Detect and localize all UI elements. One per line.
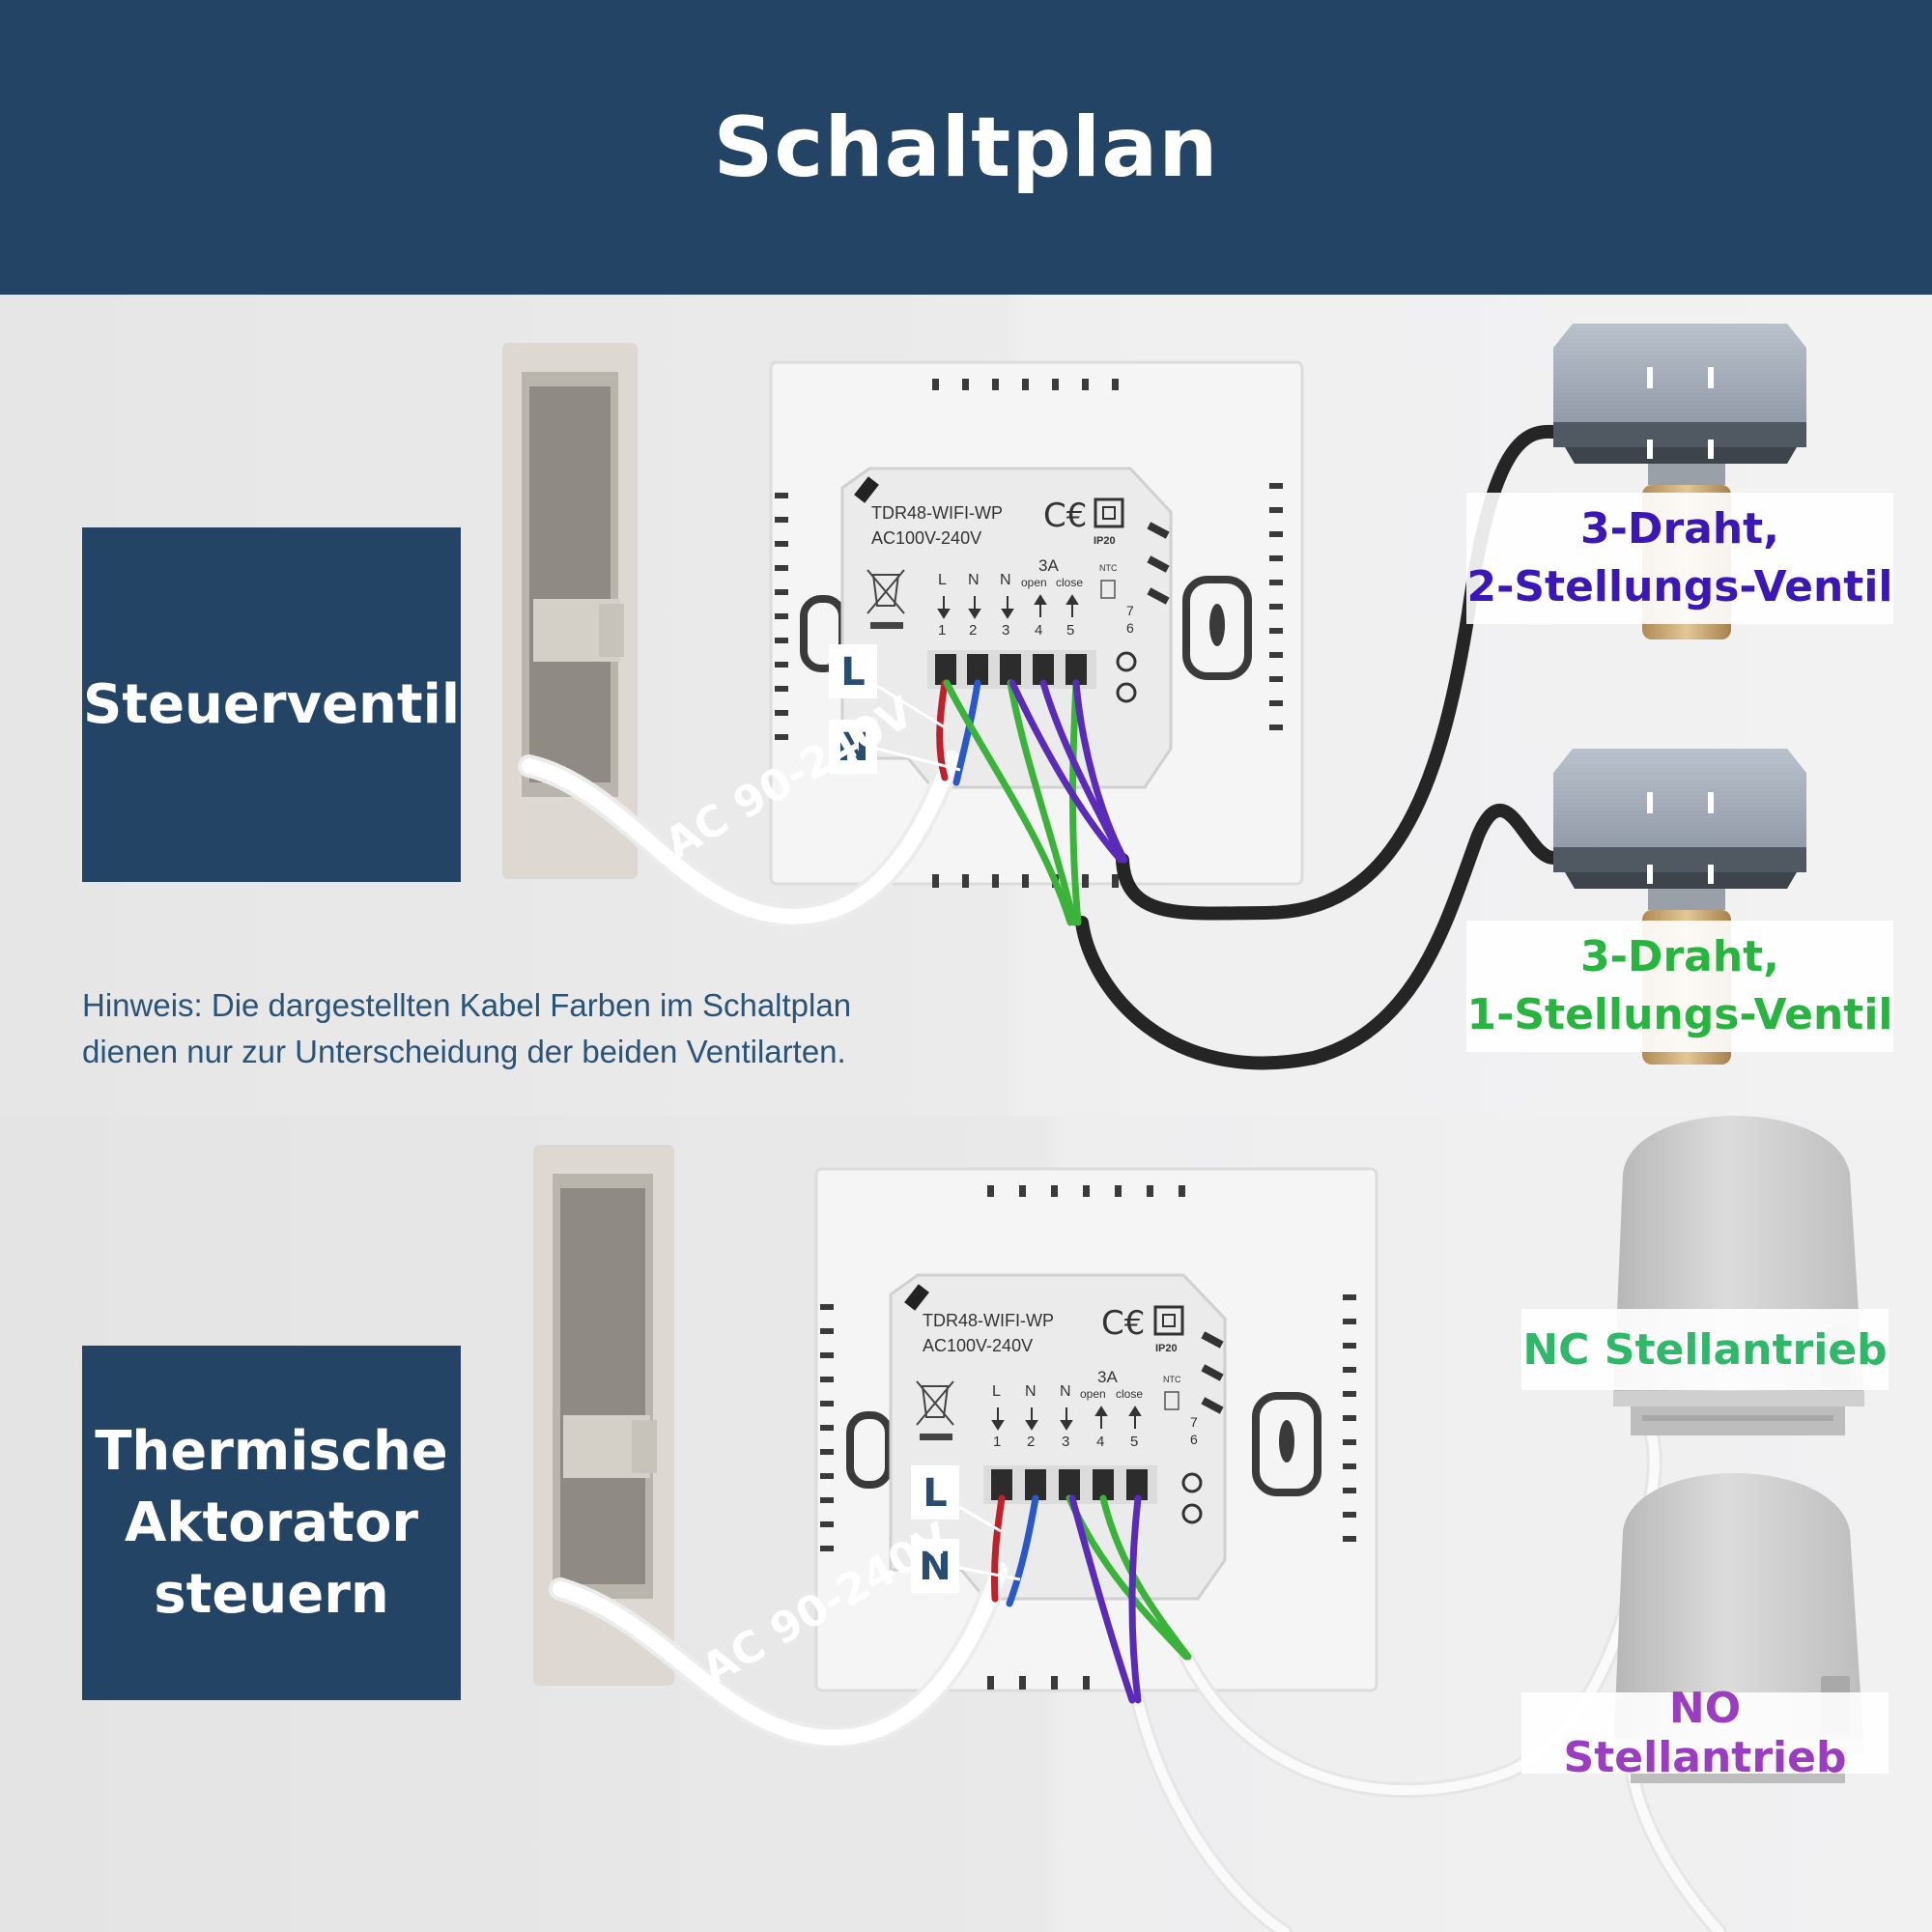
terminal-number-3: 3	[1002, 622, 1009, 639]
wire-red-line	[936, 679, 949, 781]
ip-rating: IP20	[1155, 1343, 1178, 1354]
ce-mark-icon: C€	[1043, 497, 1087, 535]
terminal-number-1: 1	[938, 622, 946, 639]
svg-text:L: L	[840, 650, 866, 695]
actuator-cable-no	[1130, 1692, 1293, 1932]
wall-box	[502, 343, 638, 879]
callout-line: NC Stellantrieb	[1522, 1324, 1888, 1375]
terminal-label-open: open	[1080, 1387, 1106, 1401]
terminal-arrows	[937, 594, 1079, 619]
terminal-number-1: 1	[993, 1434, 1001, 1450]
device-voltage: AC100V-240V	[871, 528, 981, 548]
terminal-label-close: close	[1056, 576, 1083, 589]
note-line: Hinweis: Die dargestellten Kabel Farben …	[82, 987, 852, 1023]
terminal-number-3: 3	[1062, 1434, 1069, 1450]
wire-tag-n: N	[911, 1539, 959, 1593]
terminal-arrows	[991, 1406, 1142, 1431]
terminal-number-7: 7	[1126, 603, 1134, 618]
section-label-line: Thermische	[95, 1419, 448, 1483]
terminal-label-n: N	[968, 572, 980, 588]
callout-1-position-valve: 3-Draht, 1-Stellungs-Ventil	[1466, 921, 1893, 1052]
section-label-line: Aktorator	[124, 1491, 419, 1554]
module-side-vents	[1201, 1331, 1224, 1414]
wire-blue-neutral	[1006, 1494, 1039, 1607]
wire-green-1	[943, 679, 1074, 926]
terminal-label-open: open	[1021, 576, 1047, 589]
terminal-number-5: 5	[1066, 622, 1074, 639]
callout-line: 3-Draht,	[1580, 504, 1779, 554]
section-label-text: Thermische Aktorator steuern	[95, 1416, 448, 1631]
conductors-top	[936, 679, 1128, 926]
wire-tag-l: L	[911, 1465, 959, 1520]
current-rating: 3A	[1097, 1368, 1118, 1386]
device-model: TDR48-WIFI-WP	[923, 1311, 1054, 1330]
terminal-number-4: 4	[1035, 622, 1042, 639]
svg-text:N: N	[837, 725, 868, 770]
callout-2-position-valve: 3-Draht, 2-Stellungs-Ventil	[1466, 493, 1893, 624]
wire-green-2	[1099, 1494, 1192, 1661]
callout-no-actuator: NO Stellantrieb	[1521, 1684, 1889, 1782]
terminal-label-ntc: NTC	[1099, 563, 1118, 573]
wire-tag-l: L	[829, 644, 877, 698]
wire-red-line	[990, 1494, 1006, 1603]
terminal-number-2: 2	[969, 622, 977, 639]
note-line: dienen nur zur Unterscheidung der beiden…	[82, 1034, 846, 1069]
weee-bin-icon	[916, 1380, 954, 1440]
svg-text:N: N	[919, 1545, 951, 1589]
wire-purple-3	[1072, 679, 1128, 864]
weee-bin-icon	[867, 569, 905, 629]
svg-text:L: L	[923, 1471, 948, 1516]
section-label-line: steuern	[154, 1562, 389, 1626]
section-thermische-aktoren: TDR48-WIFI-WP AC100V-240V C€ IP20 3A L N…	[0, 1116, 1932, 1932]
terminal-label-n2: N	[1060, 1383, 1071, 1400]
current-rating: 3A	[1038, 556, 1059, 575]
header-bar: Schaltplan	[0, 0, 1932, 295]
wire-purple-1	[1068, 1494, 1136, 1704]
callout-line: 2-Stellungs-Ventil	[1466, 562, 1893, 611]
wire-blue-neutral	[952, 679, 981, 786]
ce-mark-icon: C€	[1101, 1304, 1145, 1343]
page-title: Schaltplan	[713, 99, 1219, 196]
valve-cable-1-position	[1075, 804, 1560, 1070]
callout-line: 3-Draht,	[1580, 932, 1779, 981]
color-hint-note: Hinweis: Die dargestellten Kabel Farben …	[82, 982, 851, 1075]
terminal-label-n: N	[1025, 1383, 1037, 1400]
terminal-number-2: 2	[1027, 1434, 1035, 1450]
terminal-number-6: 6	[1190, 1432, 1198, 1447]
terminal-number-7: 7	[1190, 1414, 1198, 1430]
valve-cable-2-position	[1116, 424, 1560, 921]
terminal-module: TDR48-WIFI-WP AC100V-240V C€ IP20 3A L N…	[840, 467, 1173, 789]
ip-rating: IP20	[1094, 535, 1116, 547]
terminal-label-close: close	[1116, 1387, 1143, 1401]
terminal-number-5: 5	[1130, 1434, 1138, 1450]
callout-line: 1-Stellungs-Ventil	[1466, 990, 1893, 1039]
device-voltage: AC100V-240V	[923, 1336, 1033, 1355]
terminal-label-n2: N	[1000, 572, 1011, 588]
section-steuerventil: TDR48-WIFI-WP AC100V-240V C€ IP20 3A L N…	[0, 295, 1932, 1116]
wire-purple-1	[1009, 679, 1124, 864]
callout-line: NO Stellantrieb	[1563, 1684, 1847, 1782]
section-label-steuerventil: Steuerventil	[82, 527, 461, 882]
section-label-thermische-aktoren: Thermische Aktorator steuern	[82, 1346, 461, 1700]
terminal-number-6: 6	[1126, 620, 1134, 636]
wire-tag-n: N	[829, 720, 877, 774]
module-side-vents	[1147, 522, 1170, 605]
terminal-label-ntc: NTC	[1163, 1375, 1181, 1384]
section-label-text: Steuerventil	[82, 672, 461, 736]
wire-green-2	[1007, 679, 1078, 926]
double-insulation-icon	[1153, 1305, 1184, 1336]
terminal-label-l: L	[992, 1383, 1001, 1400]
wall-box	[533, 1145, 674, 1686]
device-model: TDR48-WIFI-WP	[871, 503, 1003, 523]
double-insulation-icon	[1094, 497, 1124, 528]
callout-nc-actuator: NC Stellantrieb	[1521, 1309, 1889, 1390]
terminal-label-l: L	[938, 572, 947, 588]
conductors-bottom	[990, 1494, 1192, 1704]
terminal-number-4: 4	[1096, 1434, 1104, 1450]
wire-purple-2	[1128, 1494, 1142, 1704]
